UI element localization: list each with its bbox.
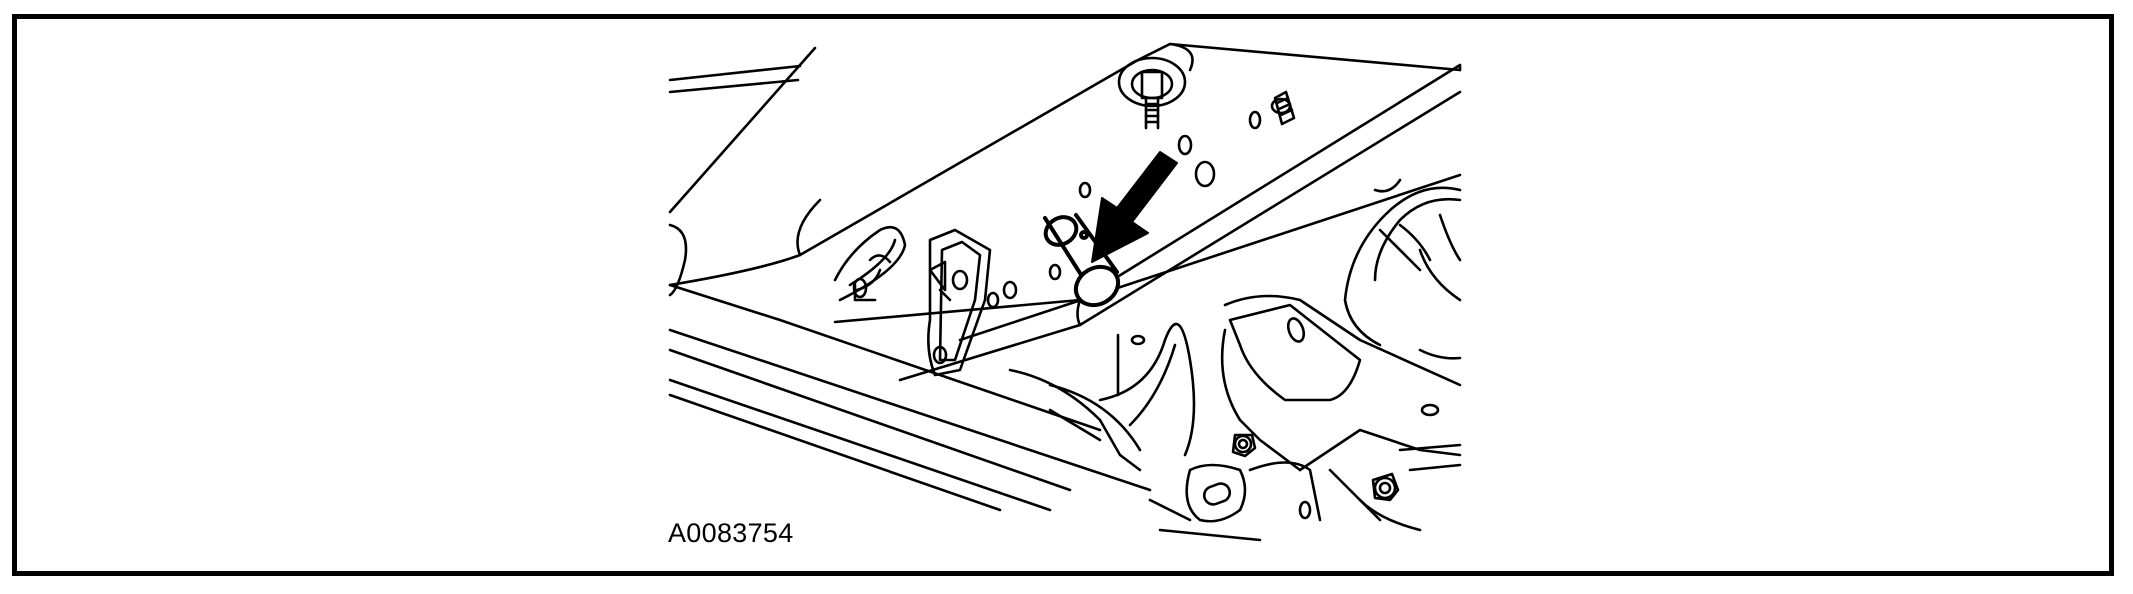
- right-nut: [1371, 472, 1400, 502]
- left-mount-bracket: [833, 225, 907, 302]
- center-bracket: [927, 228, 992, 377]
- right-lower-panel: [1220, 294, 1462, 532]
- lower-nut: [1231, 433, 1257, 458]
- lower-arch: [1008, 322, 1196, 472]
- sleeve-component: [1043, 213, 1121, 308]
- lower-frame-rail: [668, 283, 1152, 512]
- right-lower-rails: [1398, 348, 1462, 472]
- illustration-frame: [12, 14, 2114, 576]
- upper-left-rail: [668, 46, 817, 214]
- plate-holes: [986, 110, 1262, 346]
- small-threaded-stud: [1270, 90, 1296, 126]
- right-housing: [1343, 178, 1462, 347]
- bottom-slotted-bracket: [1148, 461, 1322, 542]
- left-round-end: [668, 223, 688, 297]
- figure-id-label: A0083754: [668, 518, 794, 548]
- indicator-arrow: [1091, 151, 1178, 263]
- upper-stud: [1117, 56, 1187, 130]
- crossmember-plate: [668, 42, 1462, 287]
